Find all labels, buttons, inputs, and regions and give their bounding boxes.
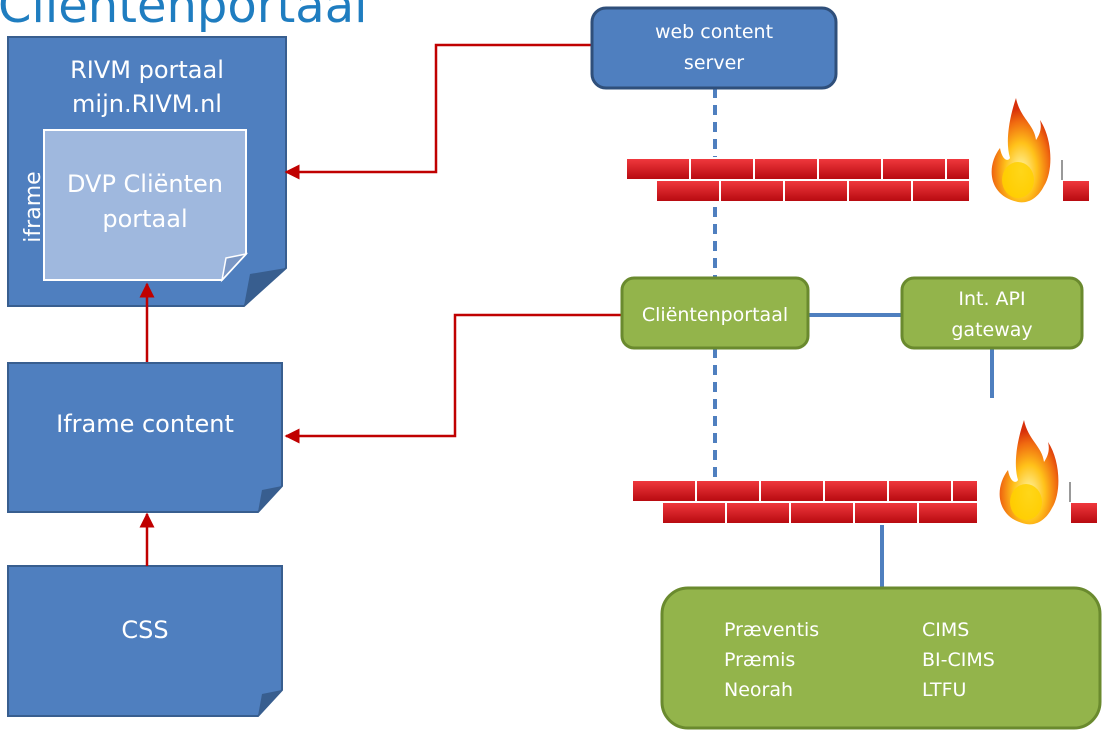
css-document: CSS xyxy=(7,565,283,717)
fire-icon xyxy=(991,98,1051,203)
iframe-content-document: Iframe content xyxy=(7,362,283,513)
rivm-portal-url: mijn.RIVM.nl xyxy=(72,90,222,118)
web-content-server-node: web content server xyxy=(590,6,838,90)
iframe-label: iframe xyxy=(21,171,46,242)
rivm-portal-title: RIVM portaal xyxy=(70,56,224,84)
arrow-clientenportaal-to-iframe xyxy=(284,313,622,444)
css-label: CSS xyxy=(121,616,168,644)
firewall-bottom xyxy=(631,420,1099,525)
red-arrows xyxy=(139,43,622,566)
api-gateway-node: Int. API gateway xyxy=(900,276,1084,350)
iframe-content-label: Iframe content xyxy=(56,410,234,438)
backend-item: CIMS xyxy=(922,619,969,641)
dvp-portal-line2: portaal xyxy=(102,205,187,233)
dvp-portal-document: DVP Cliënten portaal xyxy=(43,129,249,283)
backend-item: Neorah xyxy=(724,679,793,701)
arrow-server-to-portal xyxy=(284,43,592,180)
gateway-line1: Int. API xyxy=(958,288,1025,310)
dvp-portal-line1: DVP Cliënten xyxy=(67,170,223,198)
gateway-line2: gateway xyxy=(951,319,1032,341)
clientenportaal-label: Cliëntenportaal xyxy=(642,304,788,326)
backend-item: Præmis xyxy=(724,649,795,671)
clientenportaal-node: Cliëntenportaal xyxy=(620,276,810,350)
fire-icon xyxy=(999,420,1059,525)
page-title: Cliëntenportaal xyxy=(0,0,367,34)
backend-systems-node: Præventis Præmis Neorah CIMS BI-CIMS LTF… xyxy=(660,586,1102,730)
server-line2: server xyxy=(684,52,744,74)
backend-item: Præventis xyxy=(724,619,819,641)
firewall-top xyxy=(625,98,1091,203)
server-line1: web content xyxy=(655,21,773,43)
backend-item: BI-CIMS xyxy=(922,649,995,671)
backend-item: LTFU xyxy=(922,679,966,701)
